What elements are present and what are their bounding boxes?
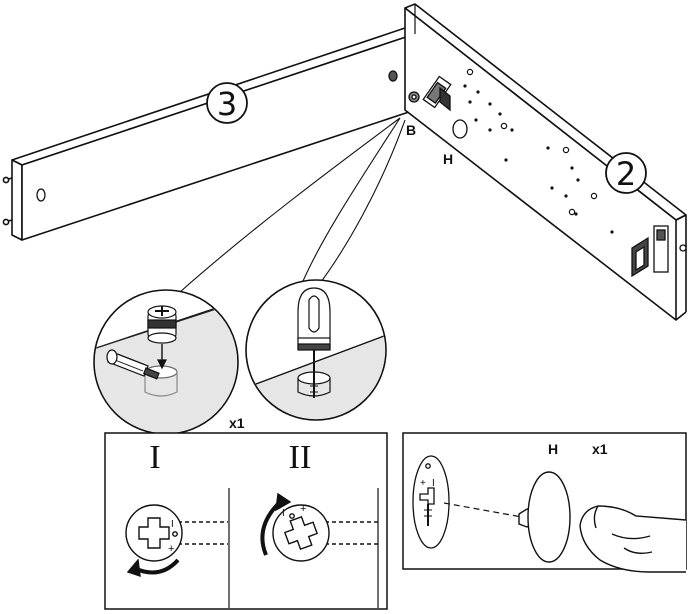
cam-lock-icon bbox=[388, 70, 420, 103]
cam-step-two: I + bbox=[260, 492, 378, 562]
magnifier-dowel bbox=[245, 279, 387, 421]
hand-icon bbox=[579, 505, 687, 573]
quantity-label-left: x1 bbox=[229, 415, 245, 431]
svg-text:3: 3 bbox=[217, 85, 237, 123]
part-h-box-label: H bbox=[548, 441, 558, 457]
door-edge: + I bbox=[412, 455, 450, 549]
callout-lines bbox=[179, 117, 406, 293]
panel-3 bbox=[2, 27, 416, 241]
magnifier-cam-lock bbox=[93, 289, 239, 435]
hinge-bottom-icon bbox=[631, 225, 687, 278]
step-two-label: II bbox=[289, 439, 312, 476]
screwdriver-icon bbox=[106, 349, 160, 380]
panel-2-big-holes bbox=[466, 68, 598, 216]
svg-text:I: I bbox=[282, 508, 285, 519]
dowel-icon bbox=[297, 287, 331, 398]
svg-text:+: + bbox=[300, 503, 306, 515]
panel-2-holes bbox=[463, 84, 614, 234]
cam-lock-icon bbox=[147, 305, 177, 344]
cam-step-one: I + bbox=[125, 504, 228, 578]
svg-text:+: + bbox=[420, 478, 426, 489]
svg-text:+: + bbox=[168, 543, 174, 555]
part-h-label: H bbox=[443, 151, 453, 167]
part-b-label: B bbox=[406, 122, 416, 138]
step-2-badge: 2 bbox=[605, 152, 647, 194]
knob-icon bbox=[452, 119, 468, 139]
hinge-top-icon bbox=[422, 75, 452, 112]
svg-text:2: 2 bbox=[616, 155, 636, 193]
knob-box: H x1 + I bbox=[402, 432, 687, 573]
svg-text:I: I bbox=[171, 519, 174, 530]
cam-rotation-box: I II I + I + bbox=[104, 432, 388, 610]
alignment-line bbox=[443, 502, 523, 518]
step-3-badge: 3 bbox=[206, 82, 248, 124]
svg-text:I: I bbox=[432, 478, 435, 489]
quantity-label-right: x1 bbox=[592, 441, 608, 457]
knob-icon bbox=[518, 471, 571, 563]
rotate-arrow-icon bbox=[126, 558, 180, 578]
rotate-arrow-icon bbox=[260, 492, 292, 556]
step-one-label: I bbox=[149, 439, 160, 476]
